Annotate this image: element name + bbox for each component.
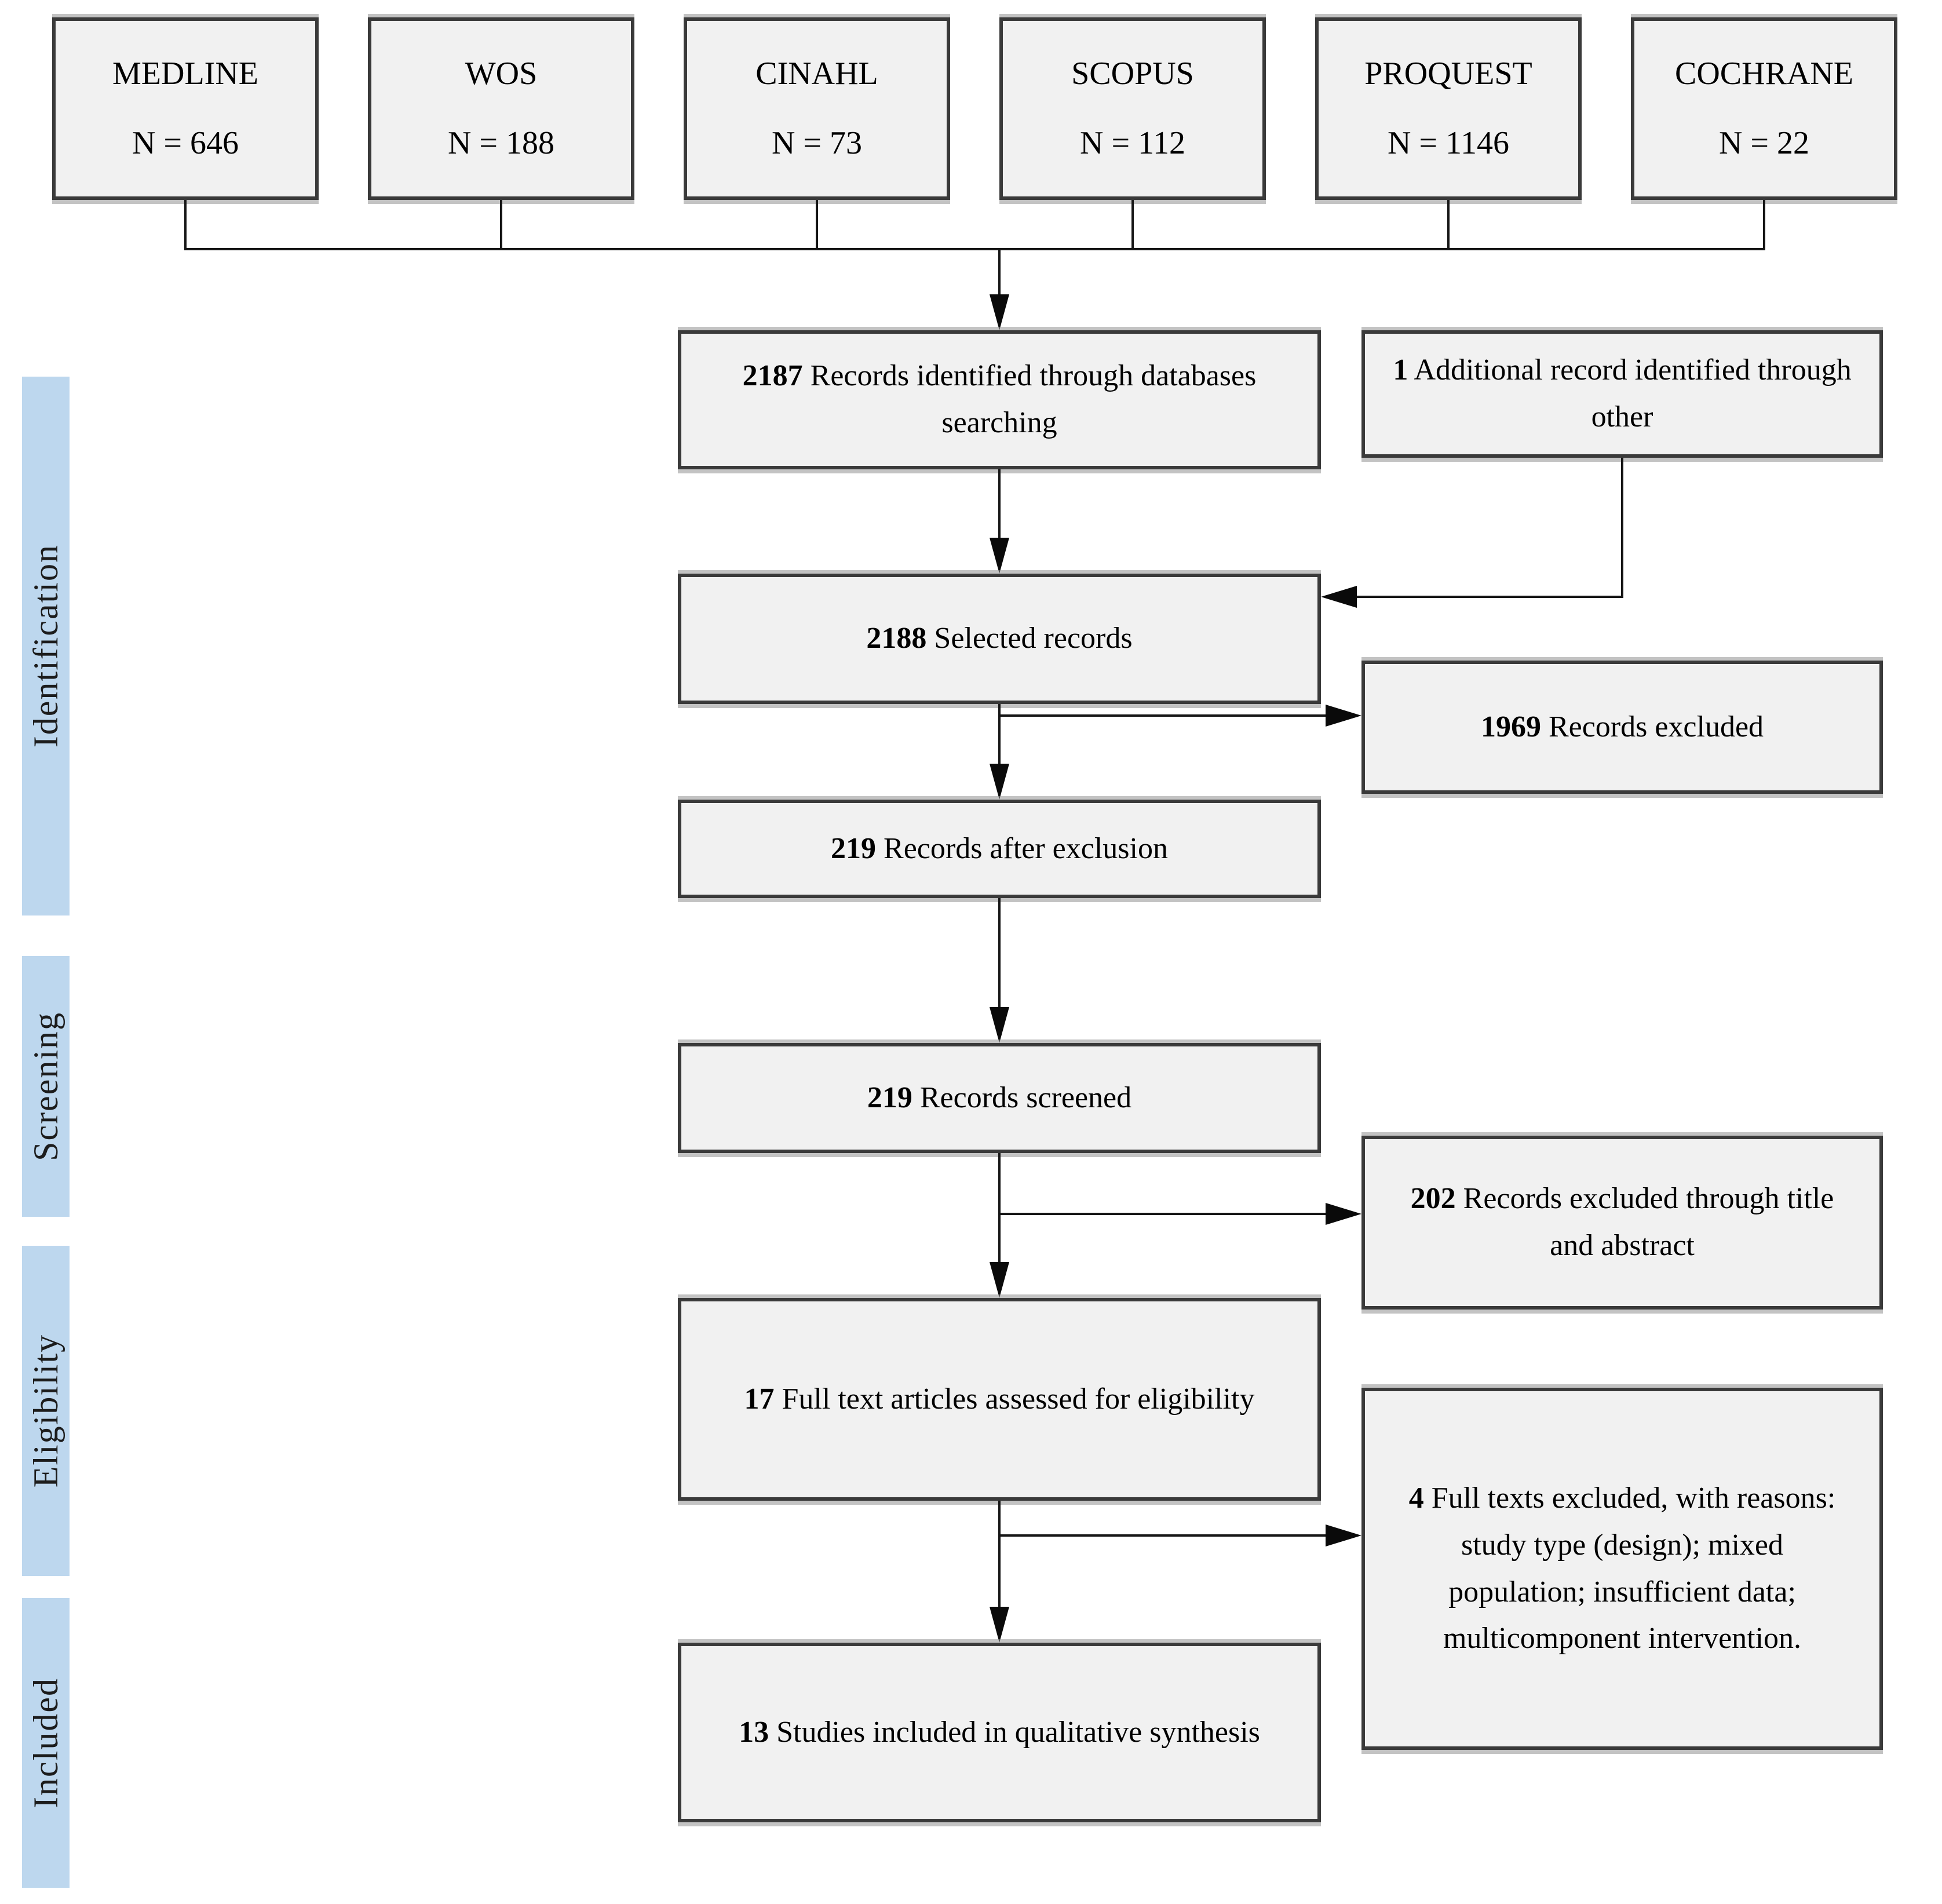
arrowhead-down-screened-icon	[990, 1007, 1009, 1043]
flow-text-included-qualitative: 13 Studies included in qualitative synth…	[739, 1715, 1260, 1749]
db-name-cochrane: COCHRANE	[1674, 55, 1854, 92]
connector-bus-to-identified	[998, 248, 1001, 298]
connector-drop-proquest	[1447, 200, 1450, 250]
arrowhead-right-title-abstract-icon	[1326, 1203, 1361, 1225]
connector-fulltext-down	[998, 1501, 1001, 1609]
arrowhead-right-excluded-icon	[1326, 705, 1361, 727]
db-name-proquest: PROQUEST	[1364, 55, 1532, 92]
connector-identified-to-selected	[998, 469, 1001, 542]
db-count-scopus: N = 112	[1080, 125, 1185, 161]
connector-afterexclusion-to-screened	[998, 898, 1001, 1009]
connector-additional-down	[1621, 458, 1623, 598]
arrowhead-down-identified-icon	[990, 294, 1009, 330]
flow-box-records-identified: 2187 Records identified through database…	[678, 330, 1321, 469]
db-count-wos: N = 188	[447, 125, 555, 161]
flow-box-after-exclusion: 219 Records after exclusion	[678, 800, 1321, 898]
flow-text-after-exclusion: 219 Records after exclusion	[831, 831, 1168, 865]
db-count-cochrane: N = 22	[1718, 125, 1810, 161]
db-name-cinahl: CINAHL	[755, 55, 878, 92]
flow-text-additional-record: 1 Additional record identified through o…	[1393, 353, 1852, 433]
connector-drop-scopus	[1131, 200, 1134, 250]
stage-label-eligibility: Eligibility	[26, 1334, 65, 1488]
db-box-wos: WOS N = 188	[368, 17, 634, 200]
flow-text-fulltext-excluded: 4 Full texts excluded, with reasons: stu…	[1408, 1482, 1836, 1655]
stage-label-identification: Identification	[26, 544, 65, 748]
flow-text-selected-records: 2188 Selected records	[866, 622, 1133, 655]
flow-box-included-qualitative: 13 Studies included in qualitative synth…	[678, 1643, 1321, 1822]
flow-text-records-screened: 219 Records screened	[867, 1081, 1132, 1114]
db-name-medline: MEDLINE	[112, 55, 258, 92]
arrowhead-down-selected-icon	[990, 538, 1009, 574]
flow-box-excluded-title-abstract: 202 Records excluded through title and a…	[1361, 1136, 1883, 1310]
db-box-scopus: SCOPUS N = 112	[999, 17, 1266, 200]
flow-box-selected-records: 2188 Selected records	[678, 574, 1321, 704]
db-box-proquest: PROQUEST N = 1146	[1315, 17, 1582, 200]
flow-text-excluded-title-abstract: 202 Records excluded through title and a…	[1410, 1182, 1834, 1262]
flow-box-fulltext-assessed: 17 Full text articles assessed for eligi…	[678, 1298, 1321, 1501]
db-count-proquest: N = 1146	[1388, 125, 1509, 161]
arrowhead-down-fulltext-icon	[990, 1262, 1009, 1298]
connector-drop-medline	[184, 200, 187, 250]
arrowhead-down-included-icon	[990, 1607, 1009, 1643]
stage-label-screening: Screening	[26, 1012, 65, 1161]
arrowhead-left-selected-icon	[1321, 586, 1357, 608]
db-box-medline: MEDLINE N = 646	[52, 17, 319, 200]
db-name-scopus: SCOPUS	[1071, 55, 1194, 92]
flow-text-fulltext-assessed: 17 Full text articles assessed for eligi…	[744, 1382, 1255, 1416]
connector-bus-line	[184, 248, 1765, 250]
flow-box-additional-record: 1 Additional record identified through o…	[1361, 330, 1883, 458]
flow-text-records-identified: 2187 Records identified through database…	[742, 359, 1257, 439]
flow-text-records-excluded: 1969 Records excluded	[1480, 710, 1764, 743]
flow-box-fulltext-excluded: 4 Full texts excluded, with reasons: stu…	[1361, 1388, 1883, 1750]
flow-box-records-excluded: 1969 Records excluded	[1361, 661, 1883, 794]
connector-branch-excluded	[998, 714, 1328, 717]
stage-label-included: Included	[26, 1677, 65, 1808]
connector-branch-fulltext-excluded	[998, 1534, 1328, 1537]
stage-bar-identification: Identification	[22, 377, 70, 915]
arrowhead-down-after-exclusion-icon	[990, 764, 1009, 800]
db-count-cinahl: N = 73	[771, 125, 863, 161]
stage-bar-screening: Screening	[22, 956, 70, 1217]
connector-drop-cochrane	[1763, 200, 1765, 250]
db-count-medline: N = 646	[132, 125, 239, 161]
connector-selected-down	[998, 704, 1001, 765]
arrowhead-right-fulltext-excluded-icon	[1326, 1524, 1361, 1546]
stage-bar-eligibility: Eligibility	[22, 1246, 70, 1576]
stage-bar-included: Included	[22, 1598, 70, 1888]
connector-drop-wos	[500, 200, 502, 250]
db-box-cinahl: CINAHL N = 73	[684, 17, 950, 200]
flow-box-records-screened: 219 Records screened	[678, 1043, 1321, 1153]
connector-drop-cinahl	[816, 200, 818, 250]
connector-screened-down	[998, 1153, 1001, 1264]
connector-branch-title-abstract	[998, 1213, 1328, 1215]
db-box-cochrane: COCHRANE N = 22	[1631, 17, 1897, 200]
connector-additional-left	[1356, 596, 1623, 598]
db-name-wos: WOS	[465, 55, 538, 92]
